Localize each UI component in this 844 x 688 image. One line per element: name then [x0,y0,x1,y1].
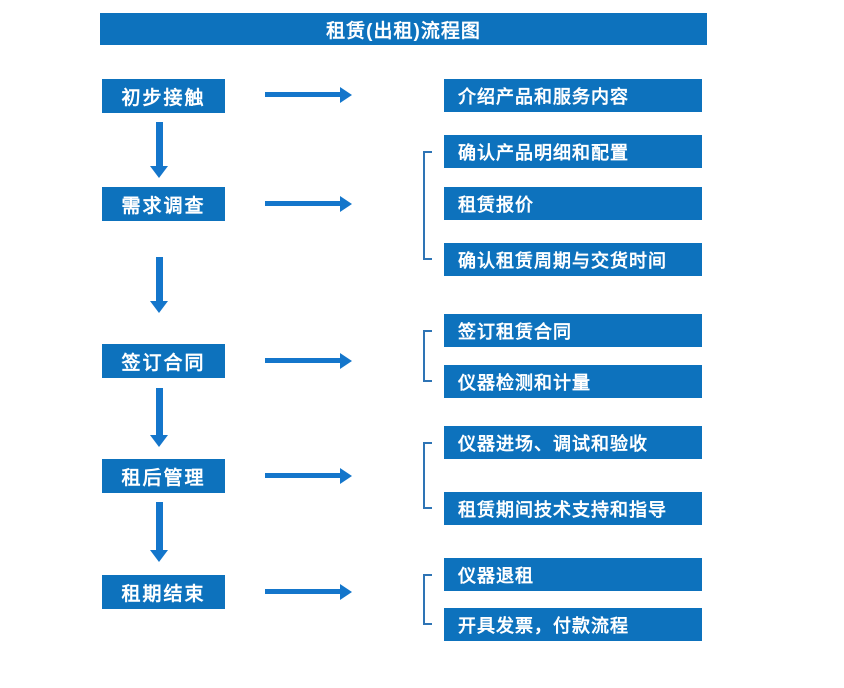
down-arrow-icon [150,257,168,313]
output-label: 仪器进场、调试和验收 [458,433,648,454]
down-arrow-icon [150,502,168,562]
group-bracket-icon [423,574,432,625]
down-arrow-icon [150,388,168,447]
stage-box-sign-contract: 签订合同 [102,344,225,378]
group-bracket-icon [423,442,432,509]
stage-box-post-rental-management: 租后管理 [102,459,225,493]
output-box-invoice-payment: 开具发票，付款流程 [444,608,702,641]
right-arrow-icon [265,353,352,369]
output-box-sign-rental-contract: 签订租赁合同 [444,314,702,347]
flowchart-title-bar: 租赁(出租)流程图 [100,13,707,45]
stage-label: 租后管理 [121,467,206,489]
stage-box-initial-contact: 初步接触 [102,79,225,113]
stage-label: 签订合同 [121,352,206,374]
stage-label: 需求调查 [121,195,206,217]
flowchart-title: 租赁(出租)流程图 [326,20,481,42]
right-arrow-icon [265,584,352,600]
output-box-introduce-products: 介绍产品和服务内容 [444,79,702,112]
right-arrow-icon [265,196,352,212]
output-box-rental-quote: 租赁报价 [444,187,702,220]
output-box-instrument-return: 仪器退租 [444,558,702,591]
down-arrow-icon [150,122,168,178]
right-arrow-icon [265,87,352,103]
output-label: 确认产品明细和配置 [458,142,629,163]
output-label: 租赁期间技术支持和指导 [458,499,667,520]
group-bracket-icon [423,151,432,260]
output-label: 签订租赁合同 [458,321,572,342]
output-label: 开具发票，付款流程 [458,615,629,636]
right-arrow-icon [265,468,352,484]
output-box-instrument-testing: 仪器检测和计量 [444,365,702,398]
stage-box-rental-end: 租期结束 [102,575,225,609]
group-bracket-icon [423,330,432,382]
output-label: 仪器退租 [458,565,534,586]
stage-label: 租期结束 [121,583,206,605]
output-box-confirm-rental-period: 确认租赁周期与交货时间 [444,243,702,276]
output-box-confirm-product-details: 确认产品明细和配置 [444,135,702,168]
output-label: 介绍产品和服务内容 [458,86,629,107]
output-label: 确认租赁周期与交货时间 [458,250,667,271]
output-label: 仪器检测和计量 [458,372,591,393]
stage-box-demand-survey: 需求调查 [102,187,225,221]
output-box-technical-support: 租赁期间技术支持和指导 [444,492,702,525]
output-box-instrument-entry: 仪器进场、调试和验收 [444,426,702,459]
output-label: 租赁报价 [458,194,534,215]
stage-label: 初步接触 [121,87,206,109]
